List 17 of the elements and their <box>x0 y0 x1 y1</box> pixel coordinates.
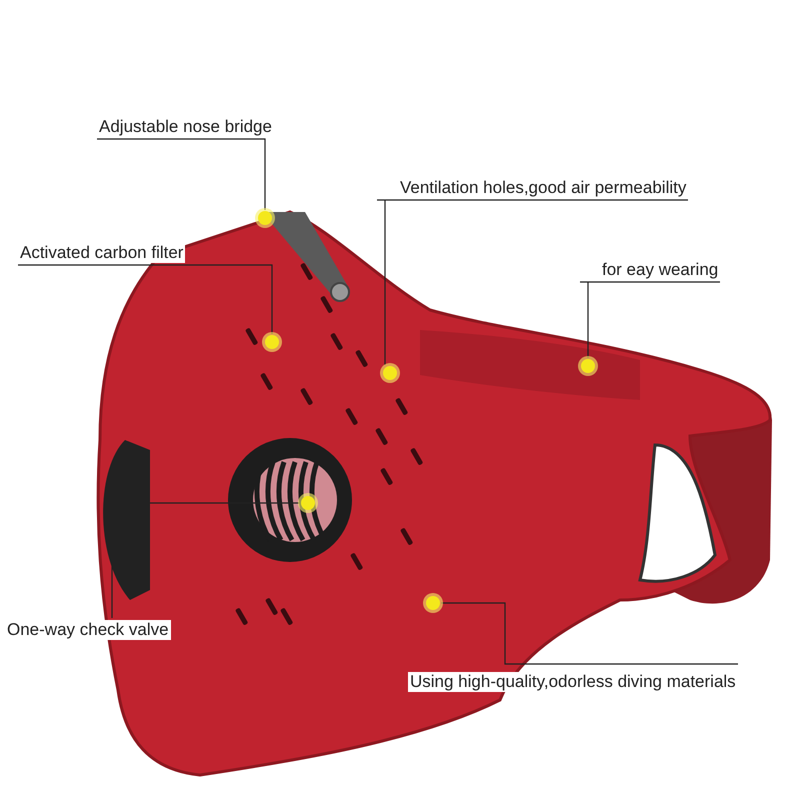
leader-line <box>97 138 266 210</box>
callout-dot <box>255 208 275 228</box>
callout-label: Adjustable nose bridge <box>97 117 274 137</box>
leader-line <box>111 502 300 618</box>
callout-dot <box>578 356 598 376</box>
callout-label: Ventilation holes,good air permeability <box>398 178 688 198</box>
callout-dot <box>298 493 318 513</box>
leader-line <box>441 602 738 665</box>
leader-line <box>18 264 273 334</box>
callout-dot <box>262 332 282 352</box>
leader-line <box>376 199 688 365</box>
callout-label: for eay wearing <box>600 260 720 280</box>
callout-label: One-way check valve <box>5 620 171 640</box>
callout-label: Using high-quality,odorless diving materials <box>408 672 738 692</box>
callout-dot <box>380 363 400 383</box>
callout-label: Activated carbon filter <box>18 243 186 263</box>
callout-dot <box>423 593 443 613</box>
